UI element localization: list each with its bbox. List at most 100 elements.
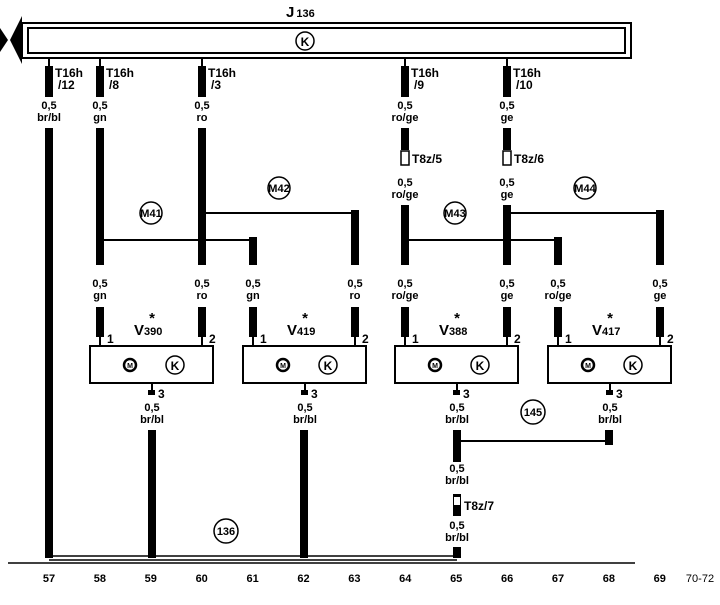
motor-symbol: M [432, 363, 438, 370]
connector-pin: /12 [58, 78, 75, 92]
junction-145: 145 [524, 407, 542, 419]
wire-size: 0,5 [92, 100, 107, 112]
track-number: 60 [196, 573, 208, 585]
wire-color: ro/ge [545, 290, 572, 302]
asterisk: * [454, 310, 460, 327]
pin-number: 2 [667, 332, 674, 346]
track-number: 64 [399, 573, 412, 585]
wire-size: 0,5 [194, 278, 209, 290]
wire-color: ge [501, 290, 514, 302]
unit-symbol: K [629, 359, 638, 373]
wire-color: ro [197, 290, 208, 302]
track-number: 57 [43, 573, 55, 585]
connector-icon [502, 150, 512, 166]
motor-label: V417 [592, 322, 620, 339]
wire-size: 0,5 [449, 520, 464, 532]
wire-color: br/bl [445, 475, 469, 487]
wire-color: gn [93, 290, 107, 302]
wire-size: 0,5 [499, 177, 514, 189]
track-number: 65 [450, 573, 462, 585]
asterisk: * [302, 310, 308, 327]
unit-icon [165, 355, 185, 375]
wire-color: ge [654, 290, 667, 302]
wire-color: br/bl [445, 414, 469, 426]
motor-box [89, 345, 214, 384]
wire-color: ge [501, 112, 514, 124]
pin-number: 1 [412, 332, 419, 346]
wire-size: 0,5 [449, 402, 464, 414]
wires: T8z/5 0,5 ro/ge T8z/6 0,5 ge [45, 128, 664, 558]
pin-number: 3 [158, 387, 165, 401]
wire-size: 0,5 [397, 100, 412, 112]
wire-size: 0,5 [499, 100, 514, 112]
motor-icon [580, 357, 596, 373]
connector-pin: /3 [211, 78, 221, 92]
motor-icon [122, 357, 138, 373]
wire-size: 0,5 [41, 100, 56, 112]
junction-labels: M41 M42 M43 M44 [139, 176, 597, 225]
motor-symbol: M [280, 363, 286, 370]
wire-size: 0,5 [652, 278, 667, 290]
unit-icon [623, 355, 643, 375]
junction-m41: M41 [140, 208, 161, 220]
motor-label: V388 [439, 322, 467, 339]
connector-label: T16h [55, 66, 83, 80]
pin-number: 1 [565, 332, 572, 346]
pin-number: 3 [311, 387, 318, 401]
pin-number: 2 [209, 332, 216, 346]
ground-wires: 145 0,5 br/bl T8z/7 0,5 br/bl 136 [8, 399, 635, 564]
wire-size: 0,5 [347, 278, 362, 290]
connector-label: T16h [513, 66, 541, 80]
track-number: 59 [145, 573, 157, 585]
motor-box [242, 345, 367, 384]
continuation-arrow-icon [10, 16, 22, 64]
connector-pin: /10 [516, 78, 533, 92]
unit-icon [318, 355, 338, 375]
wire-size: 0,5 [602, 402, 617, 414]
connector-label: T16h [208, 66, 236, 80]
connector-label: T16h [411, 66, 439, 80]
motor-box [394, 345, 519, 384]
connector-label: T16h [106, 66, 134, 80]
track-number: 62 [297, 573, 309, 585]
motor-box [547, 345, 672, 384]
wire-size: 0,5 [397, 278, 412, 290]
unit-icon [470, 355, 490, 375]
wire-size: 0,5 [92, 278, 107, 290]
junction-m43: M43 [444, 208, 465, 220]
motor-inputs: 0,5gn10,5ro20,5gn10,5ro20,5ro/ge10,5ge20… [92, 278, 674, 346]
wire-color: ge [501, 189, 514, 201]
pin-number: 3 [463, 387, 470, 401]
track-number: 69 [654, 573, 666, 585]
pin-number: 3 [616, 387, 623, 401]
wire-color: ro/ge [392, 290, 419, 302]
continuation-arrow-icon [0, 28, 8, 52]
wire-size: 0,5 [297, 402, 312, 414]
junction-m42: M42 [268, 183, 289, 195]
wire-color: br/bl [445, 532, 469, 544]
unit-symbol: K [324, 359, 333, 373]
wire-color: ro/ge [392, 189, 419, 201]
wire-size: 0,5 [550, 278, 565, 290]
connector-pin: /8 [109, 78, 119, 92]
wire-color: br/bl [37, 112, 61, 124]
top-connector-group: T16h /12 0,5 br/bl T16h /8 0,5 gn T16h /… [37, 58, 541, 124]
motor-label: V419 [287, 322, 315, 339]
control-unit-symbol: K [301, 35, 310, 49]
wire-color: br/bl [140, 414, 164, 426]
wire-size: 0,5 [194, 100, 209, 112]
pin-number: 2 [514, 332, 521, 346]
wire-color: ro [197, 112, 208, 124]
wire-color: ro [350, 290, 361, 302]
wire-size: 0,5 [245, 278, 260, 290]
track-number: 61 [246, 573, 258, 585]
track-number: 70-72 [686, 573, 714, 585]
